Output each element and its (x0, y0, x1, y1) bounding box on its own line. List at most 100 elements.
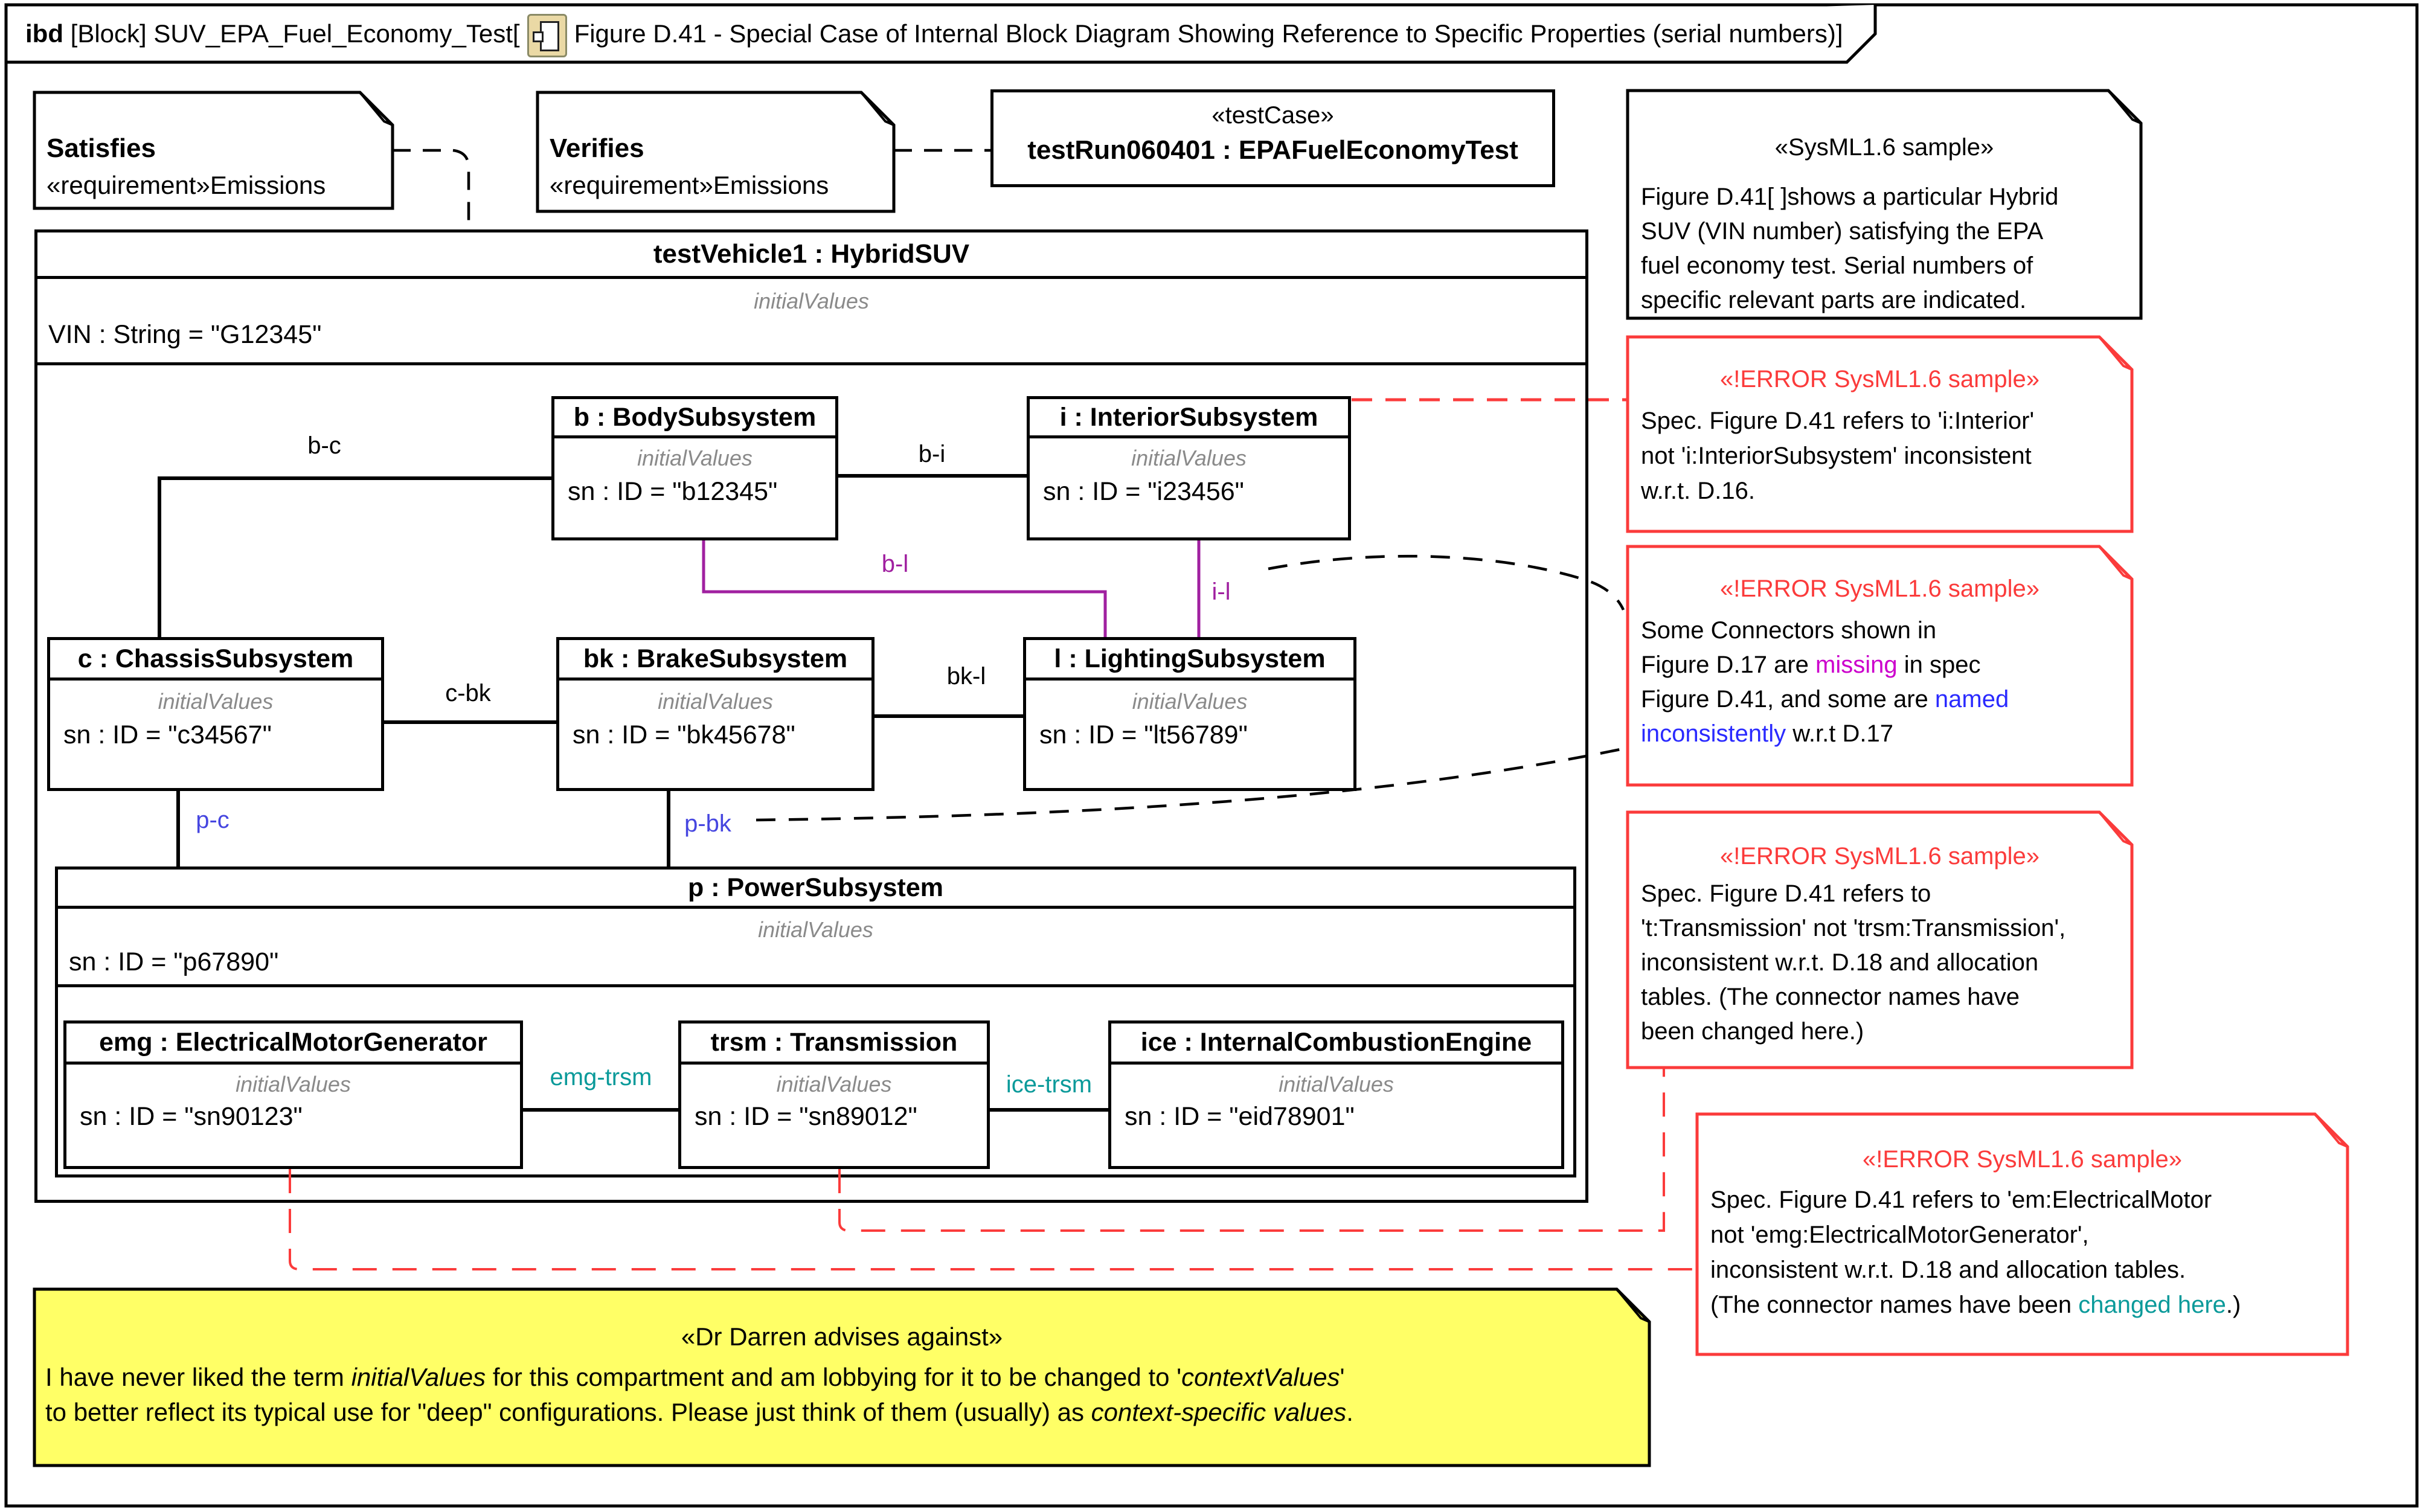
block-b-bodysubsystem[interactable]: b : BodySubsystem initialValues sn : ID … (551, 396, 838, 540)
note-error4-line: Spec. Figure D.41 refers to 'em:Electric… (1710, 1187, 2212, 1213)
block-bk-header: bk : BrakeSubsystem (559, 640, 871, 681)
diagram-title-suffix: Figure D.41 - Special Case of Internal B… (574, 19, 1843, 48)
note-satisfies-title[interactable]: Satisfies (47, 133, 156, 163)
connector-b-l[interactable] (702, 540, 1107, 637)
note-error3-line: 't:Transmission' not 'trsm:Transmission'… (1641, 915, 2066, 941)
block-p-sn: sn : ID = "p67890" (69, 947, 279, 976)
block-testVehicle1-vin: VIN : String = "G12345" (48, 320, 322, 349)
block-bk-brakesubsystem[interactable]: bk : BrakeSubsystem initialValues sn : I… (556, 637, 875, 791)
note-advice-line: to better reflect its typical use for "d… (45, 1398, 1353, 1426)
note-sample-line: fuel economy test. Serial numbers of (1641, 252, 2033, 279)
connector-label-c-bk[interactable]: c-bk (445, 680, 491, 706)
block-p-initialvalues-compartment: initialValues sn : ID = "p67890" (58, 909, 1573, 987)
note-error1-line: w.r.t. D.16. (1641, 478, 1755, 504)
note-error1-line: not 'i:InteriorSubsystem' inconsistent (1641, 443, 2032, 469)
block-i-interiorsubsystem[interactable]: i : InteriorSubsystem initialValues sn :… (1027, 396, 1351, 540)
note-verifies-body: «requirement»Emissions (550, 171, 829, 199)
connector-label-bk-l[interactable]: bk-l (946, 663, 986, 690)
diagram-title-tab (6, 5, 1877, 64)
block-c-chassissubsystem[interactable]: c : ChassisSubsystem initialValues sn : … (47, 637, 384, 791)
note-verifies-title[interactable]: Verifies (550, 133, 644, 163)
anchor-il-to-error2-note (1268, 554, 1625, 610)
connector-label-b-c[interactable]: b-c (307, 432, 341, 459)
block-testVehicle1-header: testVehicle1 : HybridSUV (37, 232, 1585, 279)
note-sample-line: SUV (VIN number) satisfying the EPA (1641, 218, 2044, 245)
anchor-pbk-to-error2-note (756, 747, 1624, 822)
note-sample-shape (1626, 89, 2143, 320)
note-error4-stereotype: «!ERROR SysML1.6 sample» (1862, 1146, 2183, 1173)
block-i-sn: sn : ID = "i23456" (1043, 477, 1244, 506)
note-error1-stereotype: «!ERROR SysML1.6 sample» (1719, 366, 2040, 392)
note-advice-line: I have never liked the term initialValue… (45, 1363, 1345, 1391)
note-verifies-shape (536, 91, 896, 213)
note-error4-line: (The connector names have been changed h… (1710, 1292, 2241, 1318)
initialvalues-label: initialValues (758, 917, 873, 942)
testcase-name: testRun060401 : EPAFuelEconomyTest (1027, 135, 1518, 165)
block-l-lightingsubsystem[interactable]: l : LightingSubsystem initialValues sn :… (1023, 637, 1356, 791)
block-p-header: p : PowerSubsystem (58, 870, 1573, 909)
connector-b-c[interactable] (158, 476, 551, 637)
note-sample-stereotype: «SysML1.6 sample» (1774, 134, 1994, 161)
connector-label-b-l[interactable]: b-l (881, 551, 909, 577)
block-trsm-header: trsm : Transmission (681, 1023, 987, 1065)
note-error3-line: inconsistent w.r.t. D.18 and allocation (1641, 949, 2039, 976)
highlight-inconsistently: inconsistently (1641, 720, 1786, 747)
testcase-box[interactable]: «testCase» testRun060401 : EPAFuelEconom… (990, 89, 1555, 187)
diagram-kind-label: ibd (25, 19, 63, 48)
note-sample-body[interactable]: Figure D.41[ ]shows a particular Hybrid … (1641, 180, 2058, 318)
testcase-stereotype: «testCase» (1212, 102, 1334, 129)
note-error1-line: Spec. Figure D.41 refers to 'i:Interior' (1641, 408, 2035, 434)
connector-label-i-l[interactable]: i-l (1212, 578, 1231, 605)
connector-label-emg-trsm[interactable]: emg-trsm (550, 1064, 652, 1091)
note-error2-line: Figure D.41, and some are named (1641, 686, 2009, 713)
note-error3-stereotype: «!ERROR SysML1.6 sample» (1719, 843, 2040, 870)
note-error2-stereotype: «!ERROR SysML1.6 sample» (1719, 575, 2040, 602)
block-bk-sn: sn : ID = "bk45678" (573, 720, 795, 749)
block-b-header: b : BodySubsystem (554, 399, 835, 438)
initialvalues-label: initialValues (776, 1072, 892, 1097)
block-l-header: l : LightingSubsystem (1026, 640, 1353, 681)
block-trsm-transmission[interactable]: trsm : Transmission initialValues sn : I… (678, 1020, 990, 1169)
initialvalues-label: initialValues (158, 689, 274, 714)
anchor-satisfies-note (393, 149, 470, 229)
note-sample-line: Figure D.41[ ]shows a particular Hybrid (1641, 184, 2059, 210)
block-emg-sn: sn : ID = "sn90123" (80, 1102, 303, 1131)
note-error2-line: inconsistently w.r.t D.17 (1641, 720, 1893, 747)
note-error3-line: tables. (The connector names have (1641, 984, 2020, 1010)
block-testVehicle1-initialvalues-compartment: initialValues VIN : String = "G12345" (37, 279, 1585, 365)
diagram-title: ibd [Block] SUV_EPA_Fuel_Economy_Test[ Fi… (25, 6, 1843, 62)
connector-label-p-c[interactable]: p-c (196, 807, 229, 833)
note-error3-body[interactable]: Spec. Figure D.41 refers to 't:Transmiss… (1641, 877, 2065, 1049)
connector-label-p-bk[interactable]: p-bk (684, 810, 731, 837)
note-satisfies-shape (33, 91, 394, 210)
block-b-sn: sn : ID = "b12345" (568, 477, 778, 506)
note-error1-body[interactable]: Spec. Figure D.41 refers to 'i:Interior'… (1641, 403, 2034, 508)
block-ice-sn: sn : ID = "eid78901" (1125, 1102, 1355, 1131)
note-advice-stereotype: «Dr Darren advises against» (681, 1322, 1003, 1351)
initialvalues-label: initialValues (637, 446, 753, 470)
block-emg-electricalmotorgenerator[interactable]: emg : ElectricalMotorGenerator initialVa… (63, 1020, 523, 1169)
block-trsm-sn: sn : ID = "sn89012" (695, 1102, 917, 1131)
block-c-header: c : ChassisSubsystem (50, 640, 381, 681)
initialvalues-label: initialValues (1131, 446, 1247, 470)
note-error2-line: Figure D.17 are missing in spec (1641, 652, 1981, 678)
ibd-diagram-icon (527, 13, 567, 57)
note-advice-body[interactable]: I have never liked the term initialValue… (45, 1360, 1353, 1430)
block-ice-internalcombustionengine[interactable]: ice : InternalCombustionEngine initialVa… (1108, 1020, 1564, 1169)
diagram-title-mid: [Block] SUV_EPA_Fuel_Economy_Test[ (63, 19, 520, 48)
connector-label-ice-trsm[interactable]: ice-trsm (1006, 1071, 1093, 1098)
block-l-sn: sn : ID = "lt56789" (1039, 720, 1248, 749)
note-error2-body[interactable]: Some Connectors shown in Figure D.17 are… (1641, 613, 2009, 751)
initialvalues-label: initialValues (754, 289, 869, 313)
block-ice-header: ice : InternalCombustionEngine (1111, 1023, 1561, 1065)
block-i-header: i : InteriorSubsystem (1030, 399, 1348, 438)
connector-label-b-i[interactable]: b-i (918, 441, 946, 467)
anchor-emg-to-error4-note (289, 1169, 1697, 1270)
note-advice-shape (33, 1287, 1651, 1467)
note-error4-body[interactable]: Spec. Figure D.41 refers to 'em:Electric… (1710, 1182, 2241, 1322)
note-satisfies-body: «requirement»Emissions (47, 171, 326, 199)
initialvalues-label: initialValues (1132, 689, 1248, 714)
note-error4-line: inconsistent w.r.t. D.18 and allocation … (1710, 1257, 2186, 1283)
